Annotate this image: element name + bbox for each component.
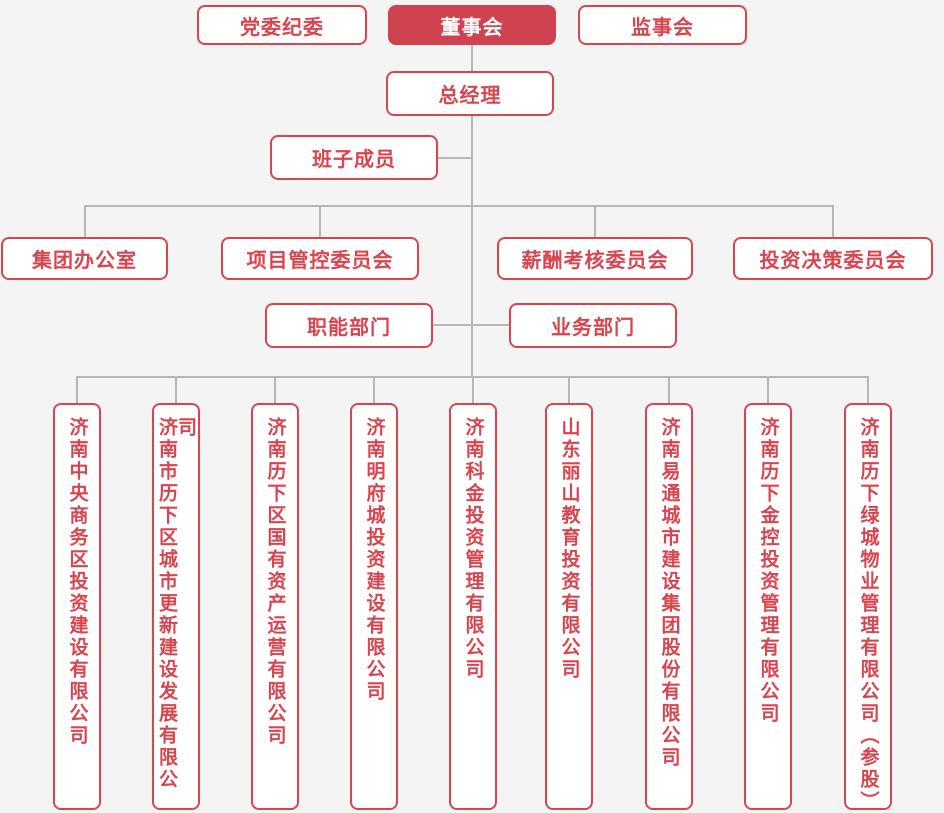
connector-stub-sub8 [767, 376, 769, 403]
connector-board-to-gm [471, 45, 473, 71]
subsidiary-node-7: 济南易通城市建设集团股份有限公司 [645, 403, 693, 810]
subsidiary-label: 济南中央商务区投资建设有限公司 [66, 417, 88, 747]
connector-stub-sub6 [568, 376, 570, 403]
connector-stub-office [84, 205, 86, 237]
node-business-departments: 业务部门 [509, 303, 677, 348]
node-leadership-team: 班子成员 [270, 135, 438, 180]
subsidiary-label: 济南市历下区城市更新建设发展有限公司 [156, 417, 196, 791]
node-party-discipline-committee: 党委纪委 [197, 5, 367, 45]
connector-stub-sub2 [175, 376, 177, 403]
connector-committee-rail [84, 205, 834, 207]
connector-stub-sub1 [76, 376, 78, 403]
connector-stub-sub3 [274, 376, 276, 403]
connector-stub-sub4 [373, 376, 375, 403]
connector-departments-stub [433, 324, 510, 326]
connector-stub-sub7 [668, 376, 670, 403]
subsidiary-node-9: 济南历下绿城物业管理有限公司（参股） [844, 403, 892, 813]
node-group-office: 集团办公室 [1, 237, 168, 280]
subsidiary-label: 济南明府城投资建设有限公司 [363, 417, 385, 703]
subsidiary-node-6: 山东丽山教育投资有限公司 [545, 403, 593, 810]
subsidiary-node-3: 济南历下区国有资产运营有限公司 [251, 403, 299, 810]
subsidiary-label: 山东丽山教育投资有限公司 [558, 417, 580, 681]
node-project-control-committee: 项目管控委员会 [221, 237, 419, 280]
node-board-of-directors: 董事会 [388, 5, 556, 45]
subsidiary-label: 济南历下金控投资管理有限公司 [757, 417, 779, 725]
connector-leadership-stub [438, 157, 472, 159]
node-compensation-assessment-committee: 薪酬考核委员会 [497, 237, 693, 280]
connector-stub-sub5 [472, 376, 474, 403]
connector-stub-investment [832, 205, 834, 237]
subsidiary-node-2: 济南市历下区城市更新建设发展有限公司 [152, 403, 200, 810]
subsidiary-label: 济南科金投资管理有限公司 [462, 417, 484, 681]
subsidiary-node-8: 济南历下金控投资管理有限公司 [744, 403, 792, 810]
subsidiary-label: 济南易通城市建设集团股份有限公司 [658, 417, 680, 769]
subsidiary-label: 济南历下绿城物业管理有限公司（参股） [857, 417, 879, 813]
node-investment-decision-committee: 投资决策委员会 [733, 237, 933, 280]
connector-trunk [471, 116, 473, 377]
connector-stub-compensation [594, 205, 596, 237]
node-supervisory-board: 监事会 [578, 5, 747, 45]
connector-stub-sub9 [867, 376, 869, 403]
connector-stub-project [319, 205, 321, 237]
node-functional-departments: 职能部门 [265, 303, 433, 348]
subsidiary-label: 济南历下区国有资产运营有限公司 [264, 417, 286, 747]
node-general-manager: 总经理 [386, 71, 554, 116]
subsidiary-node-4: 济南明府城投资建设有限公司 [350, 403, 398, 810]
subsidiary-node-5: 济南科金投资管理有限公司 [449, 403, 497, 810]
subsidiary-node-1: 济南中央商务区投资建设有限公司 [53, 403, 101, 810]
